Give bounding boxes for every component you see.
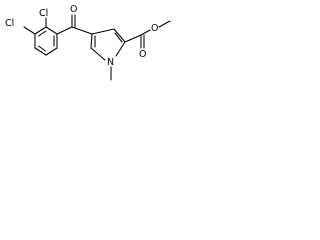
ring-bond [113,28,126,43]
bond-ester-o [140,29,151,36]
bond-cl-left [23,26,36,35]
ring-bond [34,47,47,56]
atom-o-ester: O [151,23,158,34]
benzene-ring [34,26,58,56]
ring-bond [91,28,115,35]
ring-bond [90,33,93,49]
atom-o-carbonyl: O [139,49,146,60]
ring-bond [90,47,106,61]
ring-double-bond [37,30,47,37]
atom-o-ketone: O [70,4,77,15]
molecule-structure: Cl Cl O N O O [5,4,171,81]
atom-cl-left: Cl [5,18,14,29]
ring-bond [34,26,47,35]
ring-double-bond [37,45,47,52]
atom-n-ring: N [107,57,114,68]
ring-bond [115,41,126,57]
bond-ring-ester [124,34,142,43]
bond-o-methyl [158,20,171,28]
pyrrole-ring [90,28,126,61]
atom-cl-top: Cl [39,8,48,19]
ring-bond [45,47,58,56]
bond-ring-carbonyl [56,26,73,35]
ring-bond [45,26,58,35]
bond-carbonyl-pyrrole [71,26,93,35]
ring-double-bond [114,32,123,43]
